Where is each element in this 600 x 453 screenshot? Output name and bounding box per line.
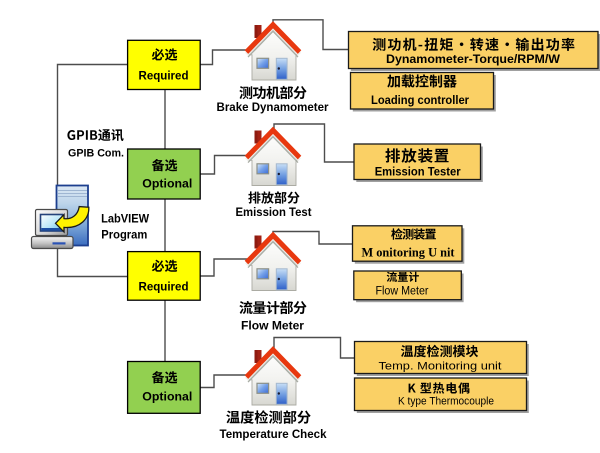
svg-text:GPIB Com.: GPIB Com. bbox=[68, 148, 124, 160]
svg-text:Optional: Optional bbox=[142, 390, 192, 404]
svg-text:Temperature Check: Temperature Check bbox=[220, 427, 327, 441]
svg-text:Program: Program bbox=[101, 228, 147, 242]
svg-text:K type Thermocouple: K type Thermocouple bbox=[398, 395, 494, 407]
svg-text:Emission Tester: Emission Tester bbox=[375, 167, 461, 179]
svg-text:M onitoring U nit: M onitoring U nit bbox=[362, 244, 456, 259]
svg-text:Dynamometer-Torque/RPM/W: Dynamometer-Torque/RPM/W bbox=[386, 52, 561, 66]
svg-text:Flow Meter: Flow Meter bbox=[376, 286, 429, 298]
svg-text:Optional: Optional bbox=[142, 176, 192, 190]
svg-text:Loading controller: Loading controller bbox=[371, 93, 469, 107]
svg-text:Flow Meter: Flow Meter bbox=[241, 319, 304, 333]
svg-text:Emission Test: Emission Test bbox=[236, 205, 312, 219]
svg-text:Required: Required bbox=[139, 280, 189, 294]
svg-text:Temp. Monitoring unit: Temp. Monitoring unit bbox=[379, 360, 502, 372]
svg-text:Required: Required bbox=[139, 68, 189, 82]
svg-text:Brake Dynamometer: Brake Dynamometer bbox=[217, 100, 329, 114]
svg-text:LabVIEW: LabVIEW bbox=[101, 211, 150, 225]
